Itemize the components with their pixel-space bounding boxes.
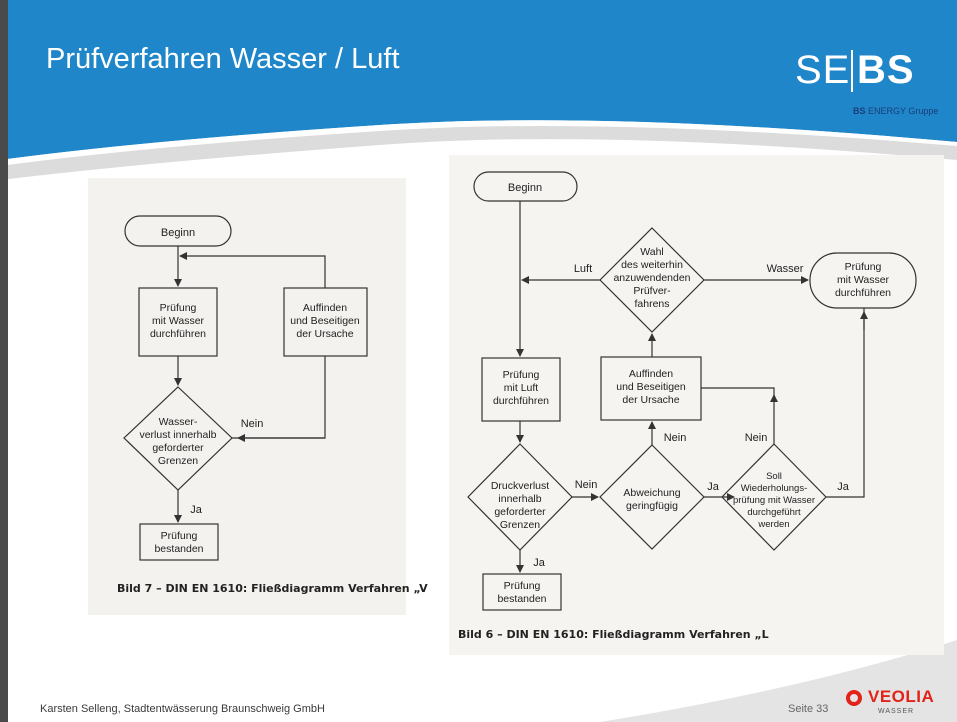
right-wasser-label: Wasser bbox=[767, 263, 804, 275]
left-fix-line-1: Auffinden bbox=[303, 302, 347, 314]
right-choice-line-3: anzuwendenden bbox=[613, 272, 690, 284]
left-decision-label: Wasser- verlust innerhalb geforderter Gr… bbox=[139, 416, 216, 467]
left-loop-arrow bbox=[179, 252, 326, 288]
right-choice-line-2: des weiterhin bbox=[621, 259, 683, 271]
left-decision-line-1: Wasser- bbox=[159, 416, 198, 428]
se-bs-logo: SE BS BS ENERGY Gruppe bbox=[795, 48, 945, 118]
right-water-test-line-1: Prüfung bbox=[845, 261, 882, 273]
scan-left-background bbox=[88, 178, 406, 615]
right-start-node bbox=[473, 171, 578, 202]
right-nein-label-3: Nein bbox=[745, 432, 768, 444]
right-air-test-line-3: durchführen bbox=[493, 395, 549, 407]
logo-divider bbox=[851, 50, 853, 92]
left-passed-line-2: bestanden bbox=[154, 543, 203, 555]
left-test-label: Prüfung mit Wasser durchführen bbox=[150, 302, 206, 340]
right-ja-label-2: Ja bbox=[837, 481, 850, 493]
logo-bs: BS bbox=[857, 48, 915, 92]
right-passed-line-1: Prüfung bbox=[504, 580, 541, 592]
left-fix-box bbox=[283, 287, 368, 357]
right-choice-line-4: Prüfver- bbox=[633, 285, 671, 297]
right-passed-line-2: bestanden bbox=[497, 593, 546, 605]
right-repeat-line-5: werden bbox=[757, 519, 789, 530]
right-choice-line-5: fahrens bbox=[634, 298, 669, 310]
left-yes-label: Ja bbox=[190, 504, 203, 516]
left-test-line-1: Prüfung bbox=[160, 302, 197, 314]
right-choice-line-1: Wahl bbox=[640, 246, 664, 258]
right-deviation-line-2: geringfügig bbox=[626, 500, 678, 512]
right-repeat-line-3: prüfung mit Wasser bbox=[733, 495, 815, 506]
left-start-label: Beginn bbox=[161, 227, 195, 239]
right-pressure-line-1: Druckverlust bbox=[491, 480, 549, 492]
logo-subline-bold: BS bbox=[853, 106, 866, 116]
right-fix-label: Auffinden und Beseitigen der Ursache bbox=[616, 368, 686, 406]
left-decision-line-2: verlust innerhalb bbox=[139, 429, 216, 441]
veolia-wordmark: VEOLIA bbox=[868, 687, 935, 706]
right-start-label: Beginn bbox=[508, 182, 542, 194]
right-passed-box bbox=[482, 573, 562, 611]
left-decision-line-3: geforderter bbox=[152, 442, 204, 454]
left-fix-label: Auffinden und Beseitigen der Ursache bbox=[290, 302, 360, 340]
page-title: Prüfverfahren Wasser / Luft bbox=[46, 43, 400, 75]
right-air-test-line-1: Prüfung bbox=[503, 369, 540, 381]
right-water-test-label: Prüfung mit Wasser durchführen bbox=[835, 261, 891, 299]
right-pressure-line-2: innerhalb bbox=[498, 493, 541, 505]
right-deviation-diamond bbox=[599, 444, 705, 550]
right-deviation-label: Abweichung geringfügig bbox=[623, 487, 680, 512]
left-fix-line-2: und Beseitigen bbox=[290, 315, 360, 327]
right-repeat-line-4: durchgeführt bbox=[747, 507, 801, 518]
left-no-label: Nein bbox=[241, 418, 264, 430]
right-fix-line-3: der Ursache bbox=[622, 394, 679, 406]
left-caption: Bild 7 – DIN EN 1610: Fließdiagramm Verf… bbox=[117, 582, 428, 595]
right-repeat-line-2: Wiederholungs- bbox=[741, 483, 808, 494]
right-pressure-line-4: Grenzen bbox=[500, 519, 540, 531]
right-water-test-line-2: mit Wasser bbox=[837, 274, 890, 286]
veolia-logo: VEOLIA WASSER bbox=[846, 686, 956, 720]
left-test-line-2: mit Wasser bbox=[152, 315, 205, 327]
logo-subline: BS ENERGY Gruppe bbox=[853, 106, 938, 116]
right-nein-label-2: Nein bbox=[575, 479, 598, 491]
left-decision-line-4: Grenzen bbox=[158, 455, 198, 467]
right-ja-to-water-path bbox=[826, 308, 865, 498]
left-fix-line-3: der Ursache bbox=[296, 328, 353, 340]
right-pressure-line-3: geforderter bbox=[494, 506, 546, 518]
right-luft-label: Luft bbox=[574, 263, 592, 275]
right-ja-label-3: Ja bbox=[533, 557, 546, 569]
right-air-test-line-2: mit Luft bbox=[504, 382, 539, 394]
footer-author: Karsten Selleng, Stadtentwässerung Braun… bbox=[40, 703, 325, 715]
logo-subline-text: ENERGY Gruppe bbox=[868, 106, 939, 116]
logo-se: SE bbox=[795, 48, 851, 92]
left-test-line-3: durchführen bbox=[150, 328, 206, 340]
right-caption: Bild 6 – DIN EN 1610: Fließdiagramm Verf… bbox=[458, 628, 769, 641]
right-air-test-label: Prüfung mit Luft durchführen bbox=[493, 369, 549, 407]
veolia-subline: WASSER bbox=[878, 708, 915, 715]
right-ja-label-1: Ja bbox=[707, 481, 720, 493]
right-repeat-label: Soll Wiederholungs- prüfung mit Wasser d… bbox=[733, 471, 815, 530]
right-fix-line-1: Auffinden bbox=[629, 368, 673, 380]
right-deviation-line-1: Abweichung bbox=[623, 487, 680, 499]
right-pressure-label: Druckverlust innerhalb geforderter Grenz… bbox=[491, 480, 549, 531]
scan-right-background bbox=[449, 155, 944, 655]
veolia-ring-icon bbox=[846, 690, 862, 706]
right-air-test-box bbox=[481, 357, 561, 422]
footer-page-number: Seite 33 bbox=[788, 703, 829, 715]
right-nein-label-1: Nein bbox=[664, 432, 687, 444]
right-water-test-line-3: durchführen bbox=[835, 287, 891, 299]
right-repeat-line-1: Soll bbox=[766, 471, 782, 482]
left-passed-label: Prüfung bestanden bbox=[154, 530, 203, 555]
right-repeat-diamond bbox=[721, 443, 827, 551]
right-fix-line-2: und Beseitigen bbox=[616, 381, 686, 393]
right-passed-label: Prüfung bestanden bbox=[497, 580, 546, 605]
right-choice-label: Wahl des weiterhin anzuwendenden Prüfver… bbox=[613, 246, 690, 310]
right-water-test-node bbox=[809, 252, 917, 309]
left-passed-box bbox=[139, 523, 219, 561]
left-passed-line-1: Prüfung bbox=[161, 530, 198, 542]
right-choice-diamond bbox=[599, 227, 705, 333]
